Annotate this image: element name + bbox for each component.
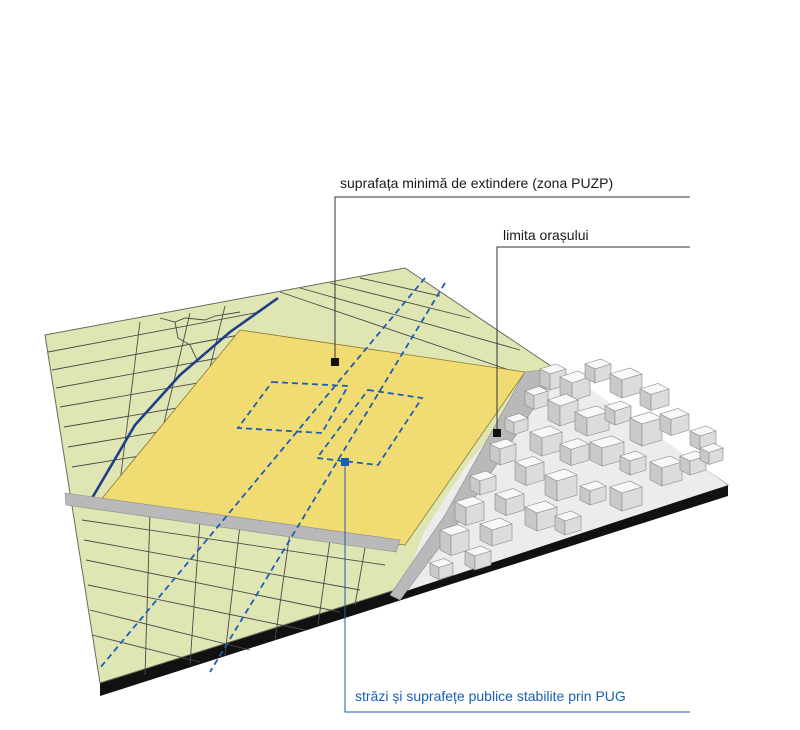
city-limit-line (86, 296, 279, 506)
building-right-face (571, 376, 591, 402)
parcel-lines-bottom (81, 511, 386, 676)
leader-marker-strazi (341, 458, 349, 466)
parcel-lines-top (279, 277, 521, 373)
leader-marker-puzp (331, 358, 339, 366)
building-right-face (499, 443, 517, 466)
building-right-face (629, 455, 647, 476)
label-pug-streets: străzi și suprafețe publice stabilite pr… (355, 688, 626, 704)
building-right-face (589, 485, 607, 506)
building-right-face (650, 388, 670, 411)
label-city-limit: limita orașului (503, 227, 589, 243)
leader-lines (331, 196, 690, 713)
building-right-face (474, 550, 492, 571)
buildings (429, 358, 724, 580)
leader-line-limita (496, 246, 690, 433)
label-extension-zone: suprafața minimă de extindere (zona PUZP… (340, 175, 614, 191)
building-right-face (586, 411, 610, 437)
building-right-face (670, 413, 690, 436)
building-right-face (661, 461, 683, 487)
building-right-face (479, 475, 497, 496)
building-right-face (491, 523, 513, 547)
building-right-face (570, 443, 590, 466)
building-right-face (438, 562, 454, 580)
building-right-face (708, 447, 724, 465)
building-right-face (621, 486, 643, 512)
building-right-face (505, 493, 525, 516)
building-right-face (564, 515, 582, 536)
pug-streets-dashed (99, 277, 446, 673)
leader-line-puzp (334, 196, 690, 362)
base-slab-edge (100, 485, 728, 696)
extension-zone-puzp (94, 329, 526, 546)
building-right-face (556, 474, 578, 502)
building-right-face (525, 461, 545, 486)
leader-line-strazi (344, 462, 690, 713)
building-right-face (465, 501, 485, 526)
leader-marker-limita (493, 429, 501, 437)
building-right-face (641, 417, 663, 447)
building-right-face (513, 417, 529, 435)
